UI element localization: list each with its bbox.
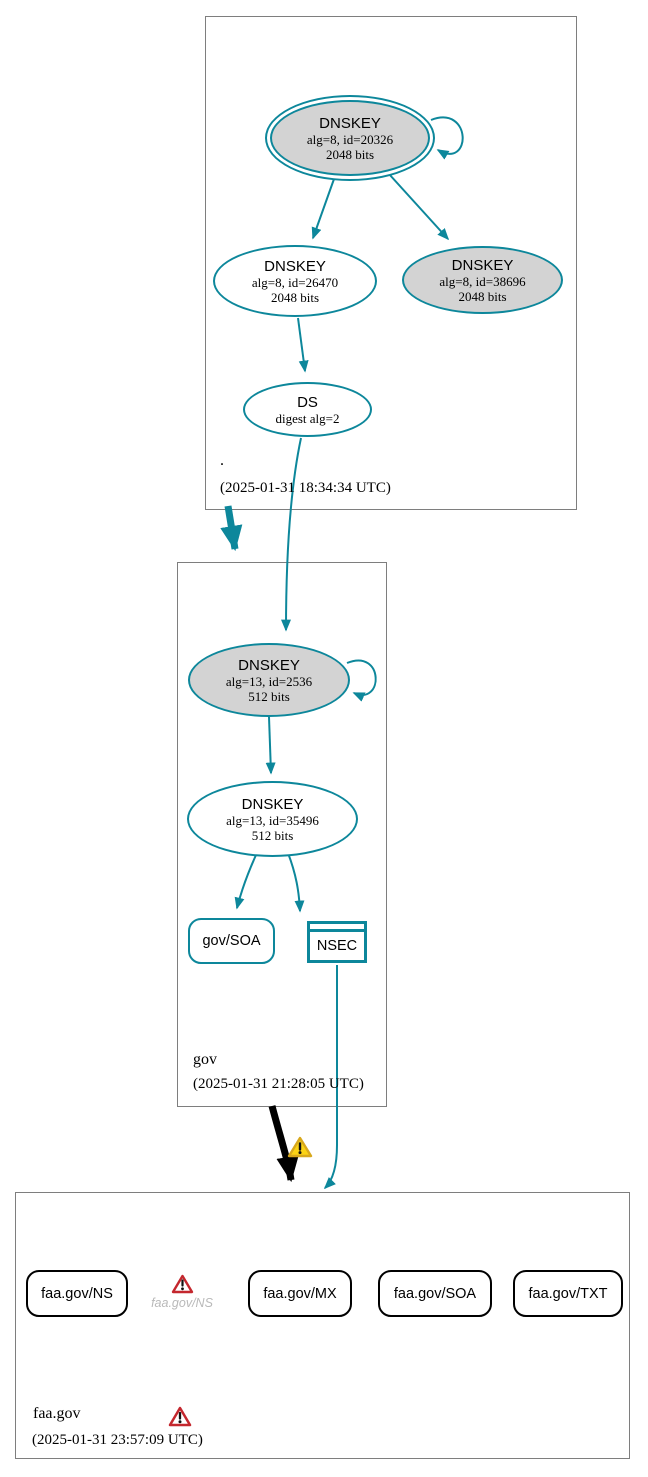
node-faa-txt-rrset: faa.gov/TXT: [513, 1270, 623, 1317]
edge-gov-zsk-to-soa: [234, 854, 257, 910]
nsec-label: NSEC: [316, 938, 358, 954]
nsec-top-strip: [310, 924, 364, 932]
faa-ns-error-icon: [171, 1274, 194, 1294]
rrset-label: faa.gov/MX: [263, 1285, 337, 1302]
faa-zone-error-icon: [168, 1406, 192, 1427]
node-detail: alg=8, id=38696: [439, 273, 526, 289]
edge-root-ksk-to-key3: [388, 173, 450, 241]
edge-root-ds-to-gov-ksk: [281, 437, 302, 632]
node-title: DS: [297, 393, 318, 411]
edge-root-ksk-selfsign: [430, 116, 464, 160]
node-detail: 512 bits: [251, 827, 294, 843]
zone-label-faa-gov: faa.gov: [33, 1405, 81, 1422]
node-gov-ksk-dnskey: DNSKEY alg=13, id=2536 512 bits: [188, 643, 350, 717]
rrset-label: faa.gov/TXT: [528, 1285, 608, 1302]
rrset-label: faa.gov/NS: [41, 1285, 113, 1302]
edge-root-zsk-to-ds: [297, 317, 309, 373]
edge-gov-zsk-to-nsec: [287, 852, 305, 913]
zone-label-root: .: [220, 452, 224, 469]
node-detail: 512 bits: [248, 688, 290, 704]
node-detail: alg=8, id=26470: [251, 274, 339, 290]
node-detail: 2048 bits: [270, 289, 320, 305]
zone-timestamp-gov: (2025-01-31 21:28:05 UTC): [193, 1076, 364, 1092]
delegation-warning-icon: [287, 1136, 313, 1158]
edge-delegation-gov-to-faa: [268, 1105, 299, 1183]
rrset-label: faa.gov/SOA: [393, 1285, 477, 1302]
node-gov-nsec: NSEC: [307, 921, 367, 963]
node-root-ksk-inner: DNSKEY alg=8, id=20326 2048 bits: [270, 100, 430, 176]
edge-root-ksk-to-zsk: [311, 178, 335, 240]
node-faa-soa-rrset: faa.gov/SOA: [378, 1270, 492, 1317]
edge-gov-ksk-to-zsk: [265, 716, 276, 775]
edge-gov-ksk-selfsign: [346, 659, 377, 702]
zone-timestamp-faa-gov: (2025-01-31 23:57:09 UTC): [32, 1432, 203, 1448]
node-root-dnskey-38696: DNSKEY alg=8, id=38696 2048 bits: [402, 246, 563, 314]
zone-label-gov: gov: [193, 1051, 217, 1068]
zone-timestamp-root: (2025-01-31 18:34:34 UTC): [220, 480, 391, 496]
node-faa-ns-rrset: faa.gov/NS: [26, 1270, 128, 1317]
edge-gov-nsec-to-faa: [323, 965, 338, 1190]
ghost-faa-ns-label: faa.gov/NS: [151, 1296, 213, 1310]
node-gov-zsk-dnskey: DNSKEY alg=13, id=35496 512 bits: [187, 781, 358, 857]
edge-delegation-root-to-gov: [220, 505, 243, 552]
node-title: DNSKEY: [238, 656, 300, 674]
node-detail: alg=13, id=2536: [225, 673, 313, 689]
node-root-zsk-dnskey: DNSKEY alg=8, id=26470 2048 bits: [213, 245, 377, 317]
zone-box-faa-gov: [15, 1192, 630, 1459]
node-gov-soa-rrset: gov/SOA: [188, 918, 275, 964]
node-faa-mx-rrset: faa.gov/MX: [248, 1270, 352, 1317]
node-root-ds: DS digest alg=2: [243, 382, 372, 437]
node-detail: alg=8, id=20326: [306, 131, 394, 147]
node-title: DNSKEY: [241, 795, 304, 813]
node-title: DNSKEY: [451, 256, 514, 274]
node-title: DNSKEY: [264, 257, 326, 275]
node-title: DNSKEY: [319, 114, 381, 132]
node-detail: 2048 bits: [325, 146, 375, 162]
node-root-ksk-dnskey: DNSKEY alg=8, id=20326 2048 bits: [265, 95, 435, 181]
node-detail: 2048 bits: [458, 288, 507, 304]
node-detail: alg=13, id=35496: [226, 812, 319, 828]
rrset-label: gov/SOA: [202, 933, 261, 949]
node-detail: digest alg=2: [275, 410, 340, 426]
